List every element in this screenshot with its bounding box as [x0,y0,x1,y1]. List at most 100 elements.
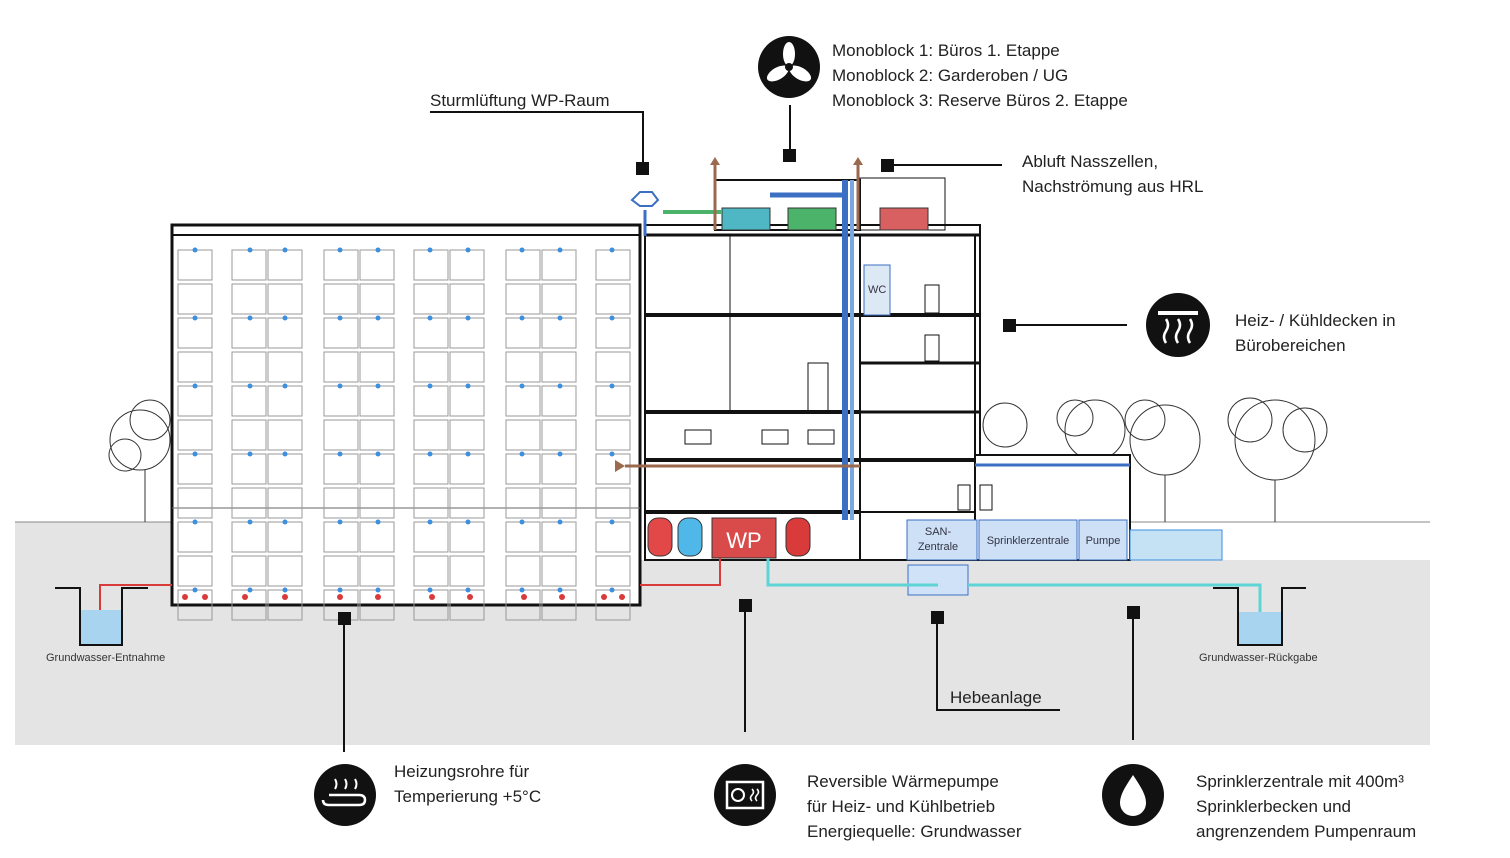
pump-room-label: Pumpe [1086,535,1121,547]
sprinkler-room-label: Sprinklerzentrale [987,535,1070,547]
lift-station-label: Hebeanlage [950,688,1042,707]
heating-pipe-dot [375,594,381,600]
sprinkler-head [427,383,433,389]
rack-cell [267,487,303,519]
rack-cell [541,487,577,519]
floor-heating-icon [314,764,376,826]
rack-cell [231,351,267,383]
sprinkler-head [519,451,525,457]
high-bay-warehouse [170,223,642,621]
rack-cell [231,283,267,315]
heating-pipe-dot [601,594,607,600]
heat-pump-label: Reversible Wärmepumpe für Heiz- und Kühl… [807,769,1022,844]
sprinkler-head [282,451,288,457]
rack-cell [323,351,359,383]
heating-pipes-label: Heizungsrohre für Temperierung +5°C [394,759,541,809]
monoblock-3: Monoblock 3: Reserve Büros 2. Etappe [832,91,1128,110]
sprinkler-head [192,383,198,389]
heating-pipe-dot [467,594,473,600]
rack-cell [359,351,395,383]
leader-lines [343,105,1134,752]
sprinkler-line-3: angrenzendem Pumpenraum [1196,822,1417,841]
sprinkler-head [609,587,615,593]
heating-line-2: Temperierung +5°C [394,787,542,806]
san-label-2: Zentrale [918,541,958,553]
heating-pipe-dot [619,594,625,600]
sprinkler-head [247,315,253,321]
sprinkler-head [337,247,343,253]
sprinkler-head [427,315,433,321]
rack-cell [449,351,485,383]
heating-pipe-dot [202,594,208,600]
sprinkler-head [519,315,525,321]
rack-cell [413,555,449,587]
sprinkler-head [375,587,381,593]
office-building [644,177,1223,561]
sprinkler-head [427,247,433,253]
rack-cell [267,351,303,383]
sprinkler-head [465,519,471,525]
sprinkler-head [557,315,563,321]
rack-cell [595,555,631,587]
rack-cell [323,283,359,315]
sprinkler-head [247,519,253,525]
gw-intake-label: Grundwasser-Entnahme [46,652,166,664]
sprinkler-head [557,519,563,525]
rack-cell [595,283,631,315]
rack-cell [541,419,577,451]
heatpump-line-3: Energiequelle: Grundwasser [807,822,1022,841]
heatpump-line-1: Reversible Wärmepumpe [807,772,999,791]
rack-cell [359,487,395,519]
heating-pipe-dot [337,594,343,600]
sprinkler-head [247,451,253,457]
rack-cell [177,555,213,587]
sprinkler-head [282,519,288,525]
sprinkler-head [427,587,433,593]
sprinkler-head [465,315,471,321]
sprinkler-head [609,383,615,389]
rack-cell [505,283,541,315]
rack-cell [505,555,541,587]
sprinkler-head [192,587,198,593]
exhaust-line-2: Nachströmung aus HRL [1022,177,1204,196]
sprinkler-head [375,247,381,253]
sprinkler-head [247,383,253,389]
sprinkler-head [337,383,343,389]
sprinkler-head [247,247,253,253]
heating-line-1: Heizungsrohre für [394,762,530,781]
water-drop-icon [1102,764,1164,826]
rack-cell [413,283,449,315]
sprinkler-head [519,587,525,593]
rack-cell [267,283,303,315]
ceilings-line-1: Heiz- / Kühldecken in [1235,311,1396,330]
rack-cell [177,419,213,451]
sprinkler-head [282,587,288,593]
sprinkler-head [192,315,198,321]
heating-pipe-dot [182,594,188,600]
heating-pipe-dot [242,594,248,600]
sprinkler-head [282,383,288,389]
sprinkler-head [375,383,381,389]
fan-icon [758,36,820,98]
rack-cell [505,419,541,451]
sprinkler-head [557,383,563,389]
rack-cell [449,419,485,451]
rack-cell [177,351,213,383]
ceilings-line-2: Bürobereichen [1235,336,1346,355]
rack-cell [267,419,303,451]
rack-cell [177,487,213,519]
rack-cell [541,283,577,315]
tree-left [108,399,171,522]
sprinkler-head [465,247,471,253]
rack-cell [413,487,449,519]
sprinkler-head [192,451,198,457]
sprinkler-head [557,587,563,593]
rack-cell [231,487,267,519]
rack-cell [595,419,631,451]
sprinkler-head [192,247,198,253]
gw-return-well [1213,587,1306,646]
sprinkler-head [282,247,288,253]
gw-return-label: Grundwasser-Rückgabe [1199,652,1318,664]
sprinkler-head [519,383,525,389]
